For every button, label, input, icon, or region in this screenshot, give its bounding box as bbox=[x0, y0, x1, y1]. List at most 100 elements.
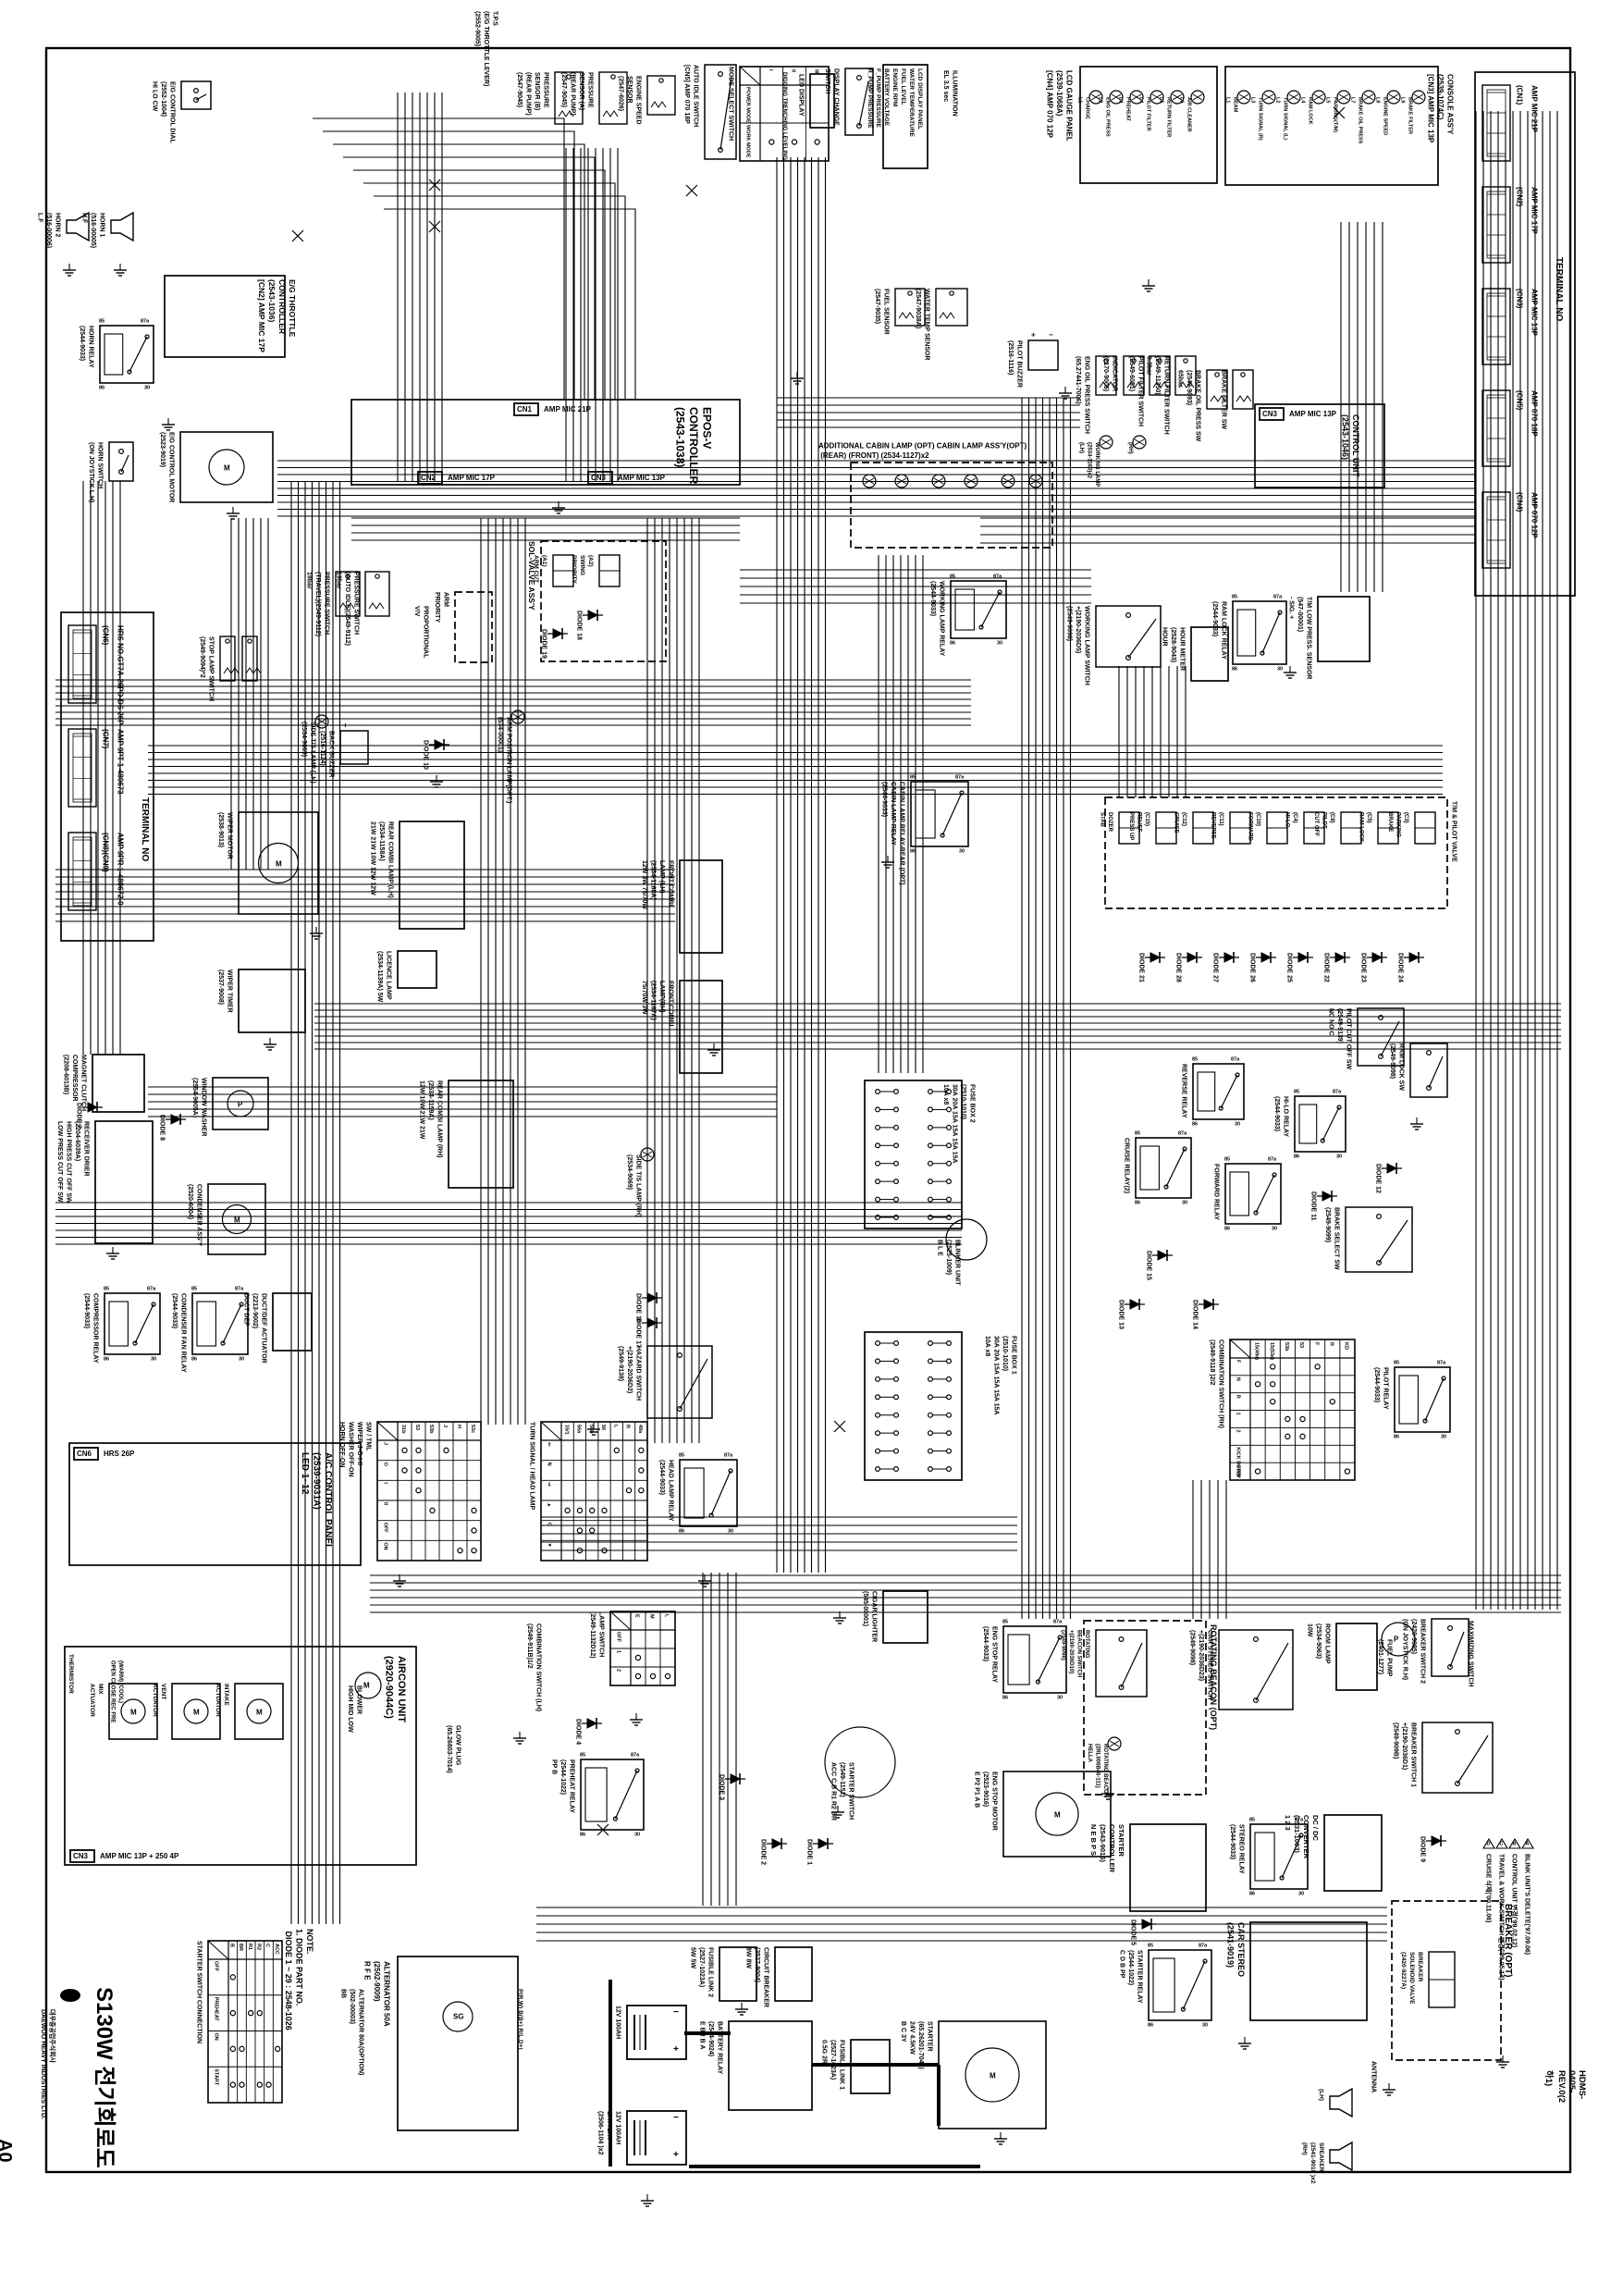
diode-24: DIODE 24 bbox=[1396, 952, 1424, 982]
svg-text:PREHEAT: PREHEAT bbox=[214, 1997, 219, 2022]
svg-text:HEAD LAMP RELAY(2544-9033): HEAD LAMP RELAY(2544-9033) bbox=[658, 1460, 674, 1522]
svg-text:SPEAKER(2541-9018 )x2(RH): SPEAKER(2541-9018 )x2(RH) bbox=[1301, 2142, 1324, 2184]
svg-text:AMP MIC 13P: AMP MIC 13P bbox=[1531, 289, 1539, 337]
svg-text:HOUR METER(2528-9043)HOUR: HOUR METER(2528-9043)HOUR bbox=[1161, 627, 1185, 671]
svg-text:M: M bbox=[649, 1614, 655, 1619]
combination-sw-lh-label: COMBINATION SWITCH (LH)(2549-911B)1/2 bbox=[526, 1623, 542, 1711]
svg-text:85: 85 bbox=[1148, 1943, 1153, 1948]
svg-text:30: 30 bbox=[1182, 1200, 1187, 1205]
svg-text:J: J bbox=[442, 1425, 448, 1427]
svg-text:T/M LOW PRESS. SENSOR(547-0000: T/M LOW PRESS. SENSOR(547-00001)- SIG. + bbox=[1287, 597, 1311, 679]
eg-control-motor: ME/G CONTROL MOTOR(2523-9019) bbox=[159, 431, 274, 503]
maximizing-switch: MAXIMIZING SWITCH bbox=[1467, 1621, 1473, 1687]
svg-text:HI-LO RELAY(2544-9033): HI-LO RELAY(2544-9033) bbox=[1273, 1096, 1289, 1137]
console-lamp-beam: BEAML1 bbox=[1225, 90, 1251, 113]
svg-text:M: M bbox=[224, 463, 230, 472]
svg-text:(A1)ARM CUT: (A1)ARM CUT bbox=[533, 555, 547, 583]
svg-text:BLINK UNIT'S DELETE('97.09.06): BLINK UNIT'S DELETE('97.09.06) bbox=[1523, 1854, 1530, 1955]
svg-text:WORKING LAMP RELAY(2544-9033): WORKING LAMP RELAY(2544-9033) bbox=[929, 581, 945, 657]
svg-text:II: II bbox=[791, 69, 796, 73]
svg-text:DIODE 11: DIODE 11 bbox=[1309, 1191, 1316, 1221]
svg-text:P: P bbox=[1394, 1635, 1399, 1643]
svg-text:AMP MIC 21P: AMP MIC 21P bbox=[1531, 85, 1539, 133]
drawing-frame bbox=[44, 46, 1572, 2174]
brake-filter-sw: BRAKE FILTER SW bbox=[1220, 369, 1254, 429]
diode-14: DIODE 14 bbox=[1191, 1299, 1219, 1329]
diode-22: DIODE 22 bbox=[1322, 952, 1350, 982]
ac-control-panel: A/C CONTROL PANEL(2539-9031A)LED 1~12 bbox=[68, 1442, 362, 1566]
svg-text:AUTO IDLE SWITCH[CN5] AMP 070: AUTO IDLE SWITCH[CN5] AMP 070 18P bbox=[683, 65, 699, 127]
svg-text:DIODE 3: DIODE 3 bbox=[718, 1774, 724, 1800]
svg-text:56b: 56b bbox=[588, 1425, 594, 1434]
svg-text:12V 100AHBATTERY(2506-1104 )x2: 12V 100AHBATTERY(2506-1104 )x2 bbox=[596, 2111, 621, 2155]
diode-11: DIODE 11 bbox=[1309, 1191, 1337, 1221]
gauge-lamp-eng-oil: ENG OIL PRESSL2 bbox=[1098, 90, 1124, 137]
svg-text:STARTERCONTROLLER(2543-9015)N: STARTERCONTROLLER(2543-9015)N E B P S bbox=[1089, 1824, 1125, 1873]
svg-text:ENG OIL PRESS SWITCH(65.27441-: ENG OIL PRESS SWITCH(65.27441-7006) bbox=[1075, 356, 1090, 434]
svg-text:DIODE 9: DIODE 9 bbox=[1419, 1836, 1425, 1862]
svg-text:MIXACTUATOR: MIXACTUATOR bbox=[89, 1684, 104, 1717]
lcd-display-panel: LCD DISPLAY PANELWATER TEMPERATUREFUEL L… bbox=[867, 64, 928, 169]
svg-text:DIODE 13: DIODE 13 bbox=[1117, 1300, 1124, 1329]
svg-text:KD: KD bbox=[1344, 1342, 1349, 1350]
svg-text:STARTER RELAY(2544-1022)C D B: STARTER RELAY(2544-1022)C D B PP bbox=[1118, 1950, 1142, 2004]
diode-1: DIODE 1 bbox=[805, 1838, 833, 1865]
svg-text:I: I bbox=[768, 69, 773, 71]
aircon-unit: AIRCON UNIT(2920-9044C) bbox=[64, 1646, 417, 1866]
diode-25: DIODE 25 bbox=[1285, 952, 1313, 982]
sol-valve-assy: SOL-VALVE ASS'Y bbox=[527, 540, 667, 662]
svg-text:TURN SIGNAL / HEAD LAMP: TURN SIGNAL / HEAD LAMP bbox=[528, 1422, 535, 1510]
sol-swing-priority: (A2)SWINGPRIORITY bbox=[571, 554, 621, 587]
svg-text:M: M bbox=[276, 859, 282, 868]
diode-15: DIODE 15 bbox=[1145, 1250, 1173, 1280]
svg-text:S130W 전기회로도: S130W 전기회로도 bbox=[92, 1987, 117, 2168]
svg-text:86: 86 bbox=[1294, 1154, 1299, 1159]
svg-text:TERMINAL NO: TERMINAL NO bbox=[140, 797, 150, 861]
speaker-rh: SPEAKER(2541-9018 )x2(RH) bbox=[1301, 2141, 1353, 2184]
fuse-box-2: FUSE BOX 2(2510-1010)30A 20A 15A 15A 15A… bbox=[864, 1080, 975, 1229]
svg-text:STARTER SWITCH CONNECTION: STARTER SWITCH CONNECTION bbox=[195, 1941, 202, 2043]
front-combi-lamp-rh: FRONT COMBILAMP(RH)(2534-1167A)75/70W 3W bbox=[641, 980, 723, 1074]
sol-c11: (C11)REVERSE bbox=[1211, 811, 1251, 845]
ground-symbols bbox=[63, 264, 1509, 2207]
svg-text:53b: 53b bbox=[1284, 1342, 1289, 1352]
svg-text:85: 85 bbox=[1294, 1089, 1299, 1094]
svg-text:31b: 31b bbox=[400, 1425, 406, 1434]
arm-position-lamp: ARM POSITION LAMP(OPT.)(534-00001) bbox=[497, 710, 525, 803]
svg-text:85: 85 bbox=[1232, 594, 1237, 599]
svg-text:HRS NO.GT7A-26PD-DS 26P: HRS NO.GT7A-26PD-DS 26P bbox=[117, 625, 125, 725]
svg-text:M: M bbox=[234, 1216, 240, 1224]
svg-text:R: R bbox=[1328, 1342, 1334, 1346]
water-temp-sensor: WATER TEMP SENSOR(2547-9038A) bbox=[915, 288, 968, 361]
indicator: INDICATOR(2170-9005) bbox=[1102, 355, 1145, 396]
svg-text:OFF: OFF bbox=[616, 1632, 621, 1643]
gauge-lamp-charge: CHARGEL1 bbox=[1077, 90, 1103, 119]
svg-text:PILOT CUT OFF SW(2549-9139)NC: PILOT CUT OFF SW(2549-9139)NC NO C bbox=[1327, 1008, 1351, 1069]
svg-text:+: + bbox=[673, 2150, 679, 2160]
battery-2: −+12V 100AHBATTERY(2506-1104 )x2 bbox=[596, 2110, 687, 2166]
svg-text:BREAKER (OPT): BREAKER (OPT) bbox=[1503, 1904, 1513, 1977]
svg-text:FUSE BOX 1(2510-1010)30A 20A 1: FUSE BOX 1(2510-1010)30A 20A 15A 15A 15A… bbox=[984, 1336, 1017, 1414]
svg-text:BLINKER UNIT(2525-1009)B L E: BLINKER UNIT(2525-1009)B L E bbox=[936, 1240, 960, 1286]
svg-text:87a: 87a bbox=[724, 1452, 733, 1458]
blinker-unit: BLINKER UNIT(2525-1009)B L E bbox=[936, 1218, 988, 1286]
svg-text:III: III bbox=[813, 69, 818, 74]
diode-5: DIODE 5 bbox=[1129, 1919, 1157, 1945]
svg-text:H: H bbox=[456, 1425, 461, 1428]
svg-text:L: L bbox=[612, 1425, 618, 1428]
alternator-80a: ALTERNATOR 80A(OPTION)(502-00003)BB bbox=[339, 1989, 363, 2075]
fusible-link-2: FUSIBLE LINK 2(2527-1023A)5W 5W bbox=[689, 1946, 757, 2002]
car-stereo: CAR STEREO(2541-9019) bbox=[1225, 1921, 1368, 2021]
console-lamp-turn-r: TURN SIGNAL (R)L3 bbox=[1250, 90, 1276, 141]
svg-text:DC / DCCONVERTER(2531-1003)1: DC / DCCONVERTER(2531-1003)1 2 3 bbox=[1284, 1815, 1320, 1859]
svg-text:DIODE 19: DIODE 19 bbox=[540, 629, 547, 659]
